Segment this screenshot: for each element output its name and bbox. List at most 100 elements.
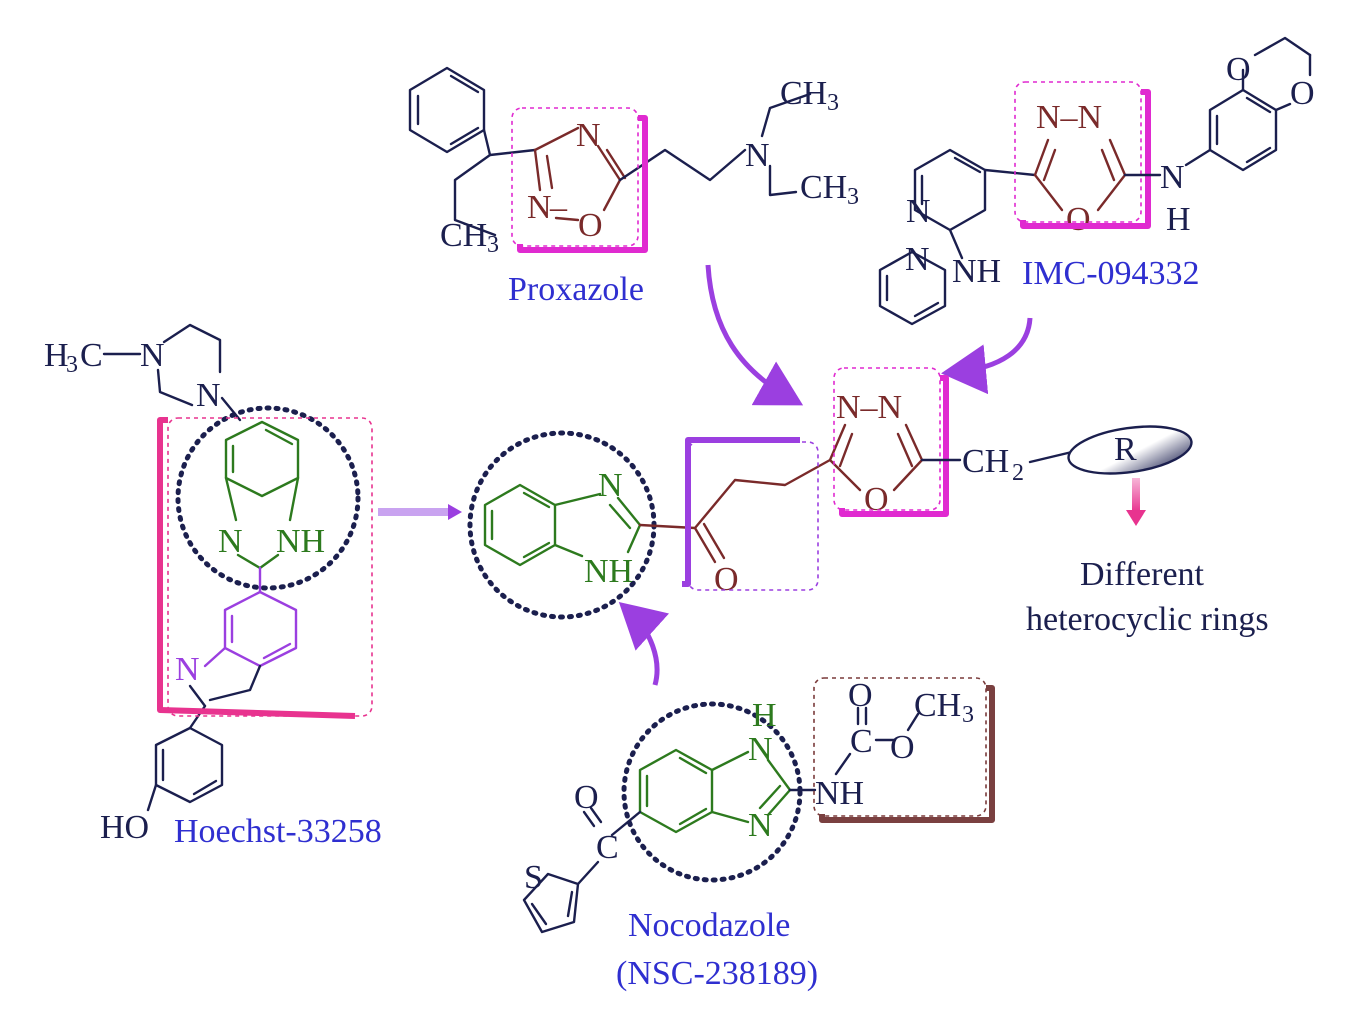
- bond: [834, 752, 852, 776]
- bond: [1184, 148, 1212, 167]
- proxazole-highlight-shadow: [517, 115, 648, 253]
- nocodazole-nh: NH: [815, 775, 864, 812]
- bond: [288, 476, 300, 522]
- imc-benzodioxine-ring: [1208, 88, 1278, 172]
- bond: [1096, 173, 1127, 212]
- r-group-ellipse: [1067, 425, 1193, 475]
- bond: [1253, 36, 1312, 57]
- bond: [449, 74, 480, 94]
- proxazole-oxadiazole-dashed-box: [511, 107, 639, 247]
- arrow-from-hoechst-head: [448, 504, 462, 520]
- hoechst-h3c-c: C: [80, 337, 103, 374]
- bond: [533, 148, 542, 192]
- atom-o: O: [578, 207, 603, 244]
- bond: [236, 553, 262, 570]
- bond: [596, 144, 622, 182]
- bond: [554, 216, 580, 222]
- bond: [589, 806, 603, 824]
- bond: [545, 154, 554, 190]
- r-arrow-shaft: [1132, 478, 1140, 512]
- nocodazole-label: Nocodazole: [628, 907, 790, 944]
- proxazole-ch3-bottom: CH: [800, 169, 847, 206]
- target-linker-chain: [638, 458, 832, 530]
- atom-n: N: [748, 731, 773, 768]
- proxazole-label: Proxazole: [508, 271, 644, 308]
- bond: [710, 810, 750, 824]
- different-label: Different: [1080, 556, 1205, 593]
- hoechst-nh: NH: [276, 523, 325, 560]
- nocodazole-carbamate-dashed-box: [813, 677, 987, 817]
- proxazole-ch3: CH: [440, 217, 487, 254]
- atom-o: O: [1066, 201, 1091, 238]
- atom-c: C: [596, 829, 619, 866]
- imc-094332-label: IMC-094332: [1022, 255, 1200, 292]
- bond: [566, 890, 574, 918]
- atom-o: O: [714, 561, 739, 598]
- bond: [892, 458, 924, 492]
- bond: [264, 428, 294, 446]
- proxazole-structure: N N – O CH 3 N CH 3 CH 3 Proxazole: [408, 66, 859, 308]
- piperazine-bonds: [162, 323, 222, 374]
- proxazole-ch3-top: CH: [780, 75, 827, 112]
- bond: [828, 423, 847, 462]
- atom-n: N: [598, 467, 623, 504]
- bond: [760, 92, 812, 138]
- atom-n: N: [906, 193, 931, 230]
- r-group-label: R: [1114, 431, 1137, 468]
- bond: [553, 543, 584, 558]
- imc-094332-structure: N NH N N–N O N H O O IMC-0943: [878, 36, 1315, 326]
- bond: [224, 476, 238, 522]
- nocodazole-thiophene-ring: [522, 872, 580, 934]
- nocodazole-carbamate-highlight: [819, 685, 995, 823]
- atom-o: O: [890, 729, 915, 766]
- proxazole-phenyl-ring: [408, 66, 486, 154]
- bond: [530, 902, 548, 926]
- bond: [188, 684, 207, 708]
- bond: [576, 860, 600, 886]
- subscript-3: 3: [487, 232, 499, 258]
- atom-n: N: [576, 117, 601, 154]
- bond-dash: –: [549, 189, 568, 226]
- bond: [1274, 102, 1292, 112]
- target-oxadiazole-highlight: [839, 375, 949, 517]
- bond: [896, 432, 914, 468]
- bond: [702, 522, 726, 560]
- bond: [1245, 146, 1272, 164]
- hoechst-h3c-h: H: [44, 337, 69, 374]
- bond: [1042, 148, 1057, 182]
- bond: [582, 810, 596, 828]
- hoechst-benzimidazole-dotted-circle: [175, 405, 361, 591]
- subscript-3: 3: [962, 702, 974, 728]
- bond: [608, 503, 632, 530]
- hoechst-phenol-ring: [154, 726, 224, 804]
- nocodazole-benzimidazole-ring: [638, 748, 714, 834]
- bond: [1028, 450, 1074, 464]
- heterocyclic-rings-label: heterocyclic rings: [1026, 601, 1269, 638]
- subscript-3: 3: [66, 352, 78, 378]
- piperazine-bonds: [156, 368, 194, 407]
- bond: [768, 164, 798, 197]
- atom-n: N: [218, 523, 243, 560]
- target-linker-highlight: [682, 437, 800, 587]
- atom-o: O: [574, 779, 599, 816]
- bond: [449, 126, 480, 146]
- arrow-from-imc-094332: [941, 317, 1033, 395]
- target-oxadiazole-nn: N–N: [836, 389, 902, 426]
- arrow-from-proxazole: [705, 264, 804, 406]
- bond: [203, 646, 227, 668]
- bond: [553, 492, 602, 507]
- imc-nh: NH: [952, 253, 1001, 290]
- bond: [1100, 148, 1116, 182]
- atom-c: C: [850, 723, 873, 760]
- bond: [262, 642, 292, 660]
- subscript-2: 2: [1012, 460, 1024, 486]
- bond: [192, 779, 218, 796]
- imc-pyridine-ring: [913, 148, 987, 232]
- bond: [953, 156, 982, 174]
- bond: [488, 148, 537, 157]
- proxazole-ethyl-chain: [453, 128, 497, 237]
- atom-n: N: [527, 189, 552, 226]
- bond: [220, 396, 242, 422]
- subscript-3: 3: [847, 184, 859, 210]
